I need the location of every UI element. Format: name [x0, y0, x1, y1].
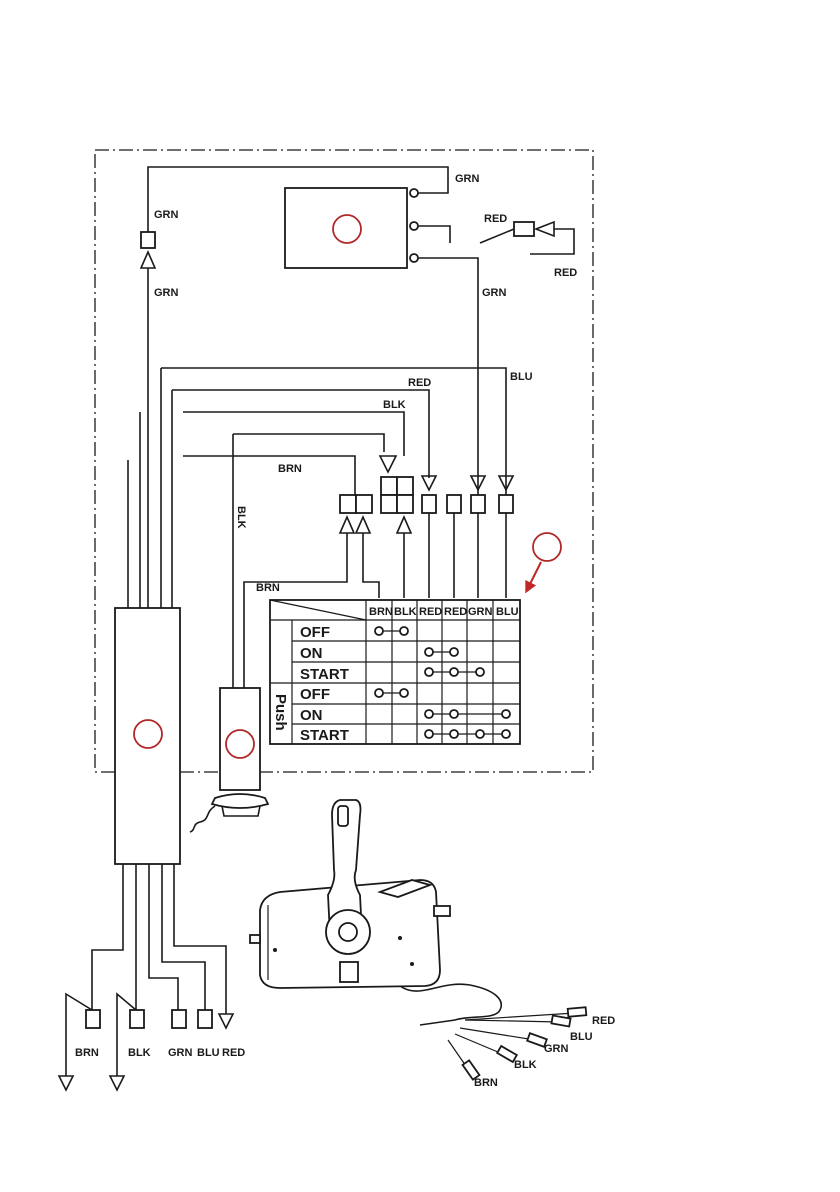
- plug-grn: [172, 1010, 186, 1028]
- lead-brn: [92, 864, 123, 1010]
- table-row-4: ON: [300, 707, 323, 724]
- table-col-4: GRN: [468, 606, 493, 618]
- control-label-grn: GRN: [544, 1043, 569, 1055]
- label-grn-left-lower: GRN: [154, 287, 179, 299]
- label-brn-lower: BRN: [256, 582, 280, 594]
- remote-control: [250, 800, 586, 1080]
- table-row-0: OFF: [300, 624, 330, 641]
- label-red-lower: RED: [554, 267, 577, 279]
- label-grn-top-right: GRN: [455, 173, 480, 185]
- control-label-brn: BRN: [474, 1077, 498, 1089]
- label-red-upper: RED: [484, 213, 507, 225]
- arrow-red-in: [422, 476, 436, 490]
- relay-terminal-2: [410, 222, 418, 230]
- callout-arrow: [528, 562, 541, 588]
- table-col-5: BLU: [496, 606, 519, 618]
- wire-red-upper: [418, 226, 450, 243]
- arrow-up-3: [397, 517, 411, 533]
- connector-red-arrow: [536, 222, 554, 236]
- plug-blk: [130, 1010, 144, 1028]
- table-col-3: RED: [444, 606, 467, 618]
- table-col-0: BRN: [369, 606, 393, 618]
- callout-circle-keyswitch: [226, 730, 254, 758]
- callout-circle-table: [533, 533, 561, 561]
- key-switch-cord: [190, 806, 215, 832]
- label-blu-mid: BLU: [510, 371, 533, 383]
- control-label-red: RED: [592, 1015, 615, 1027]
- table-row-2: START: [300, 666, 349, 683]
- wire-col-brn: [363, 533, 379, 598]
- wire-red-diag: [480, 229, 514, 243]
- callout-circle-relay: [333, 215, 361, 243]
- wire-red-loop: [530, 229, 574, 254]
- lead-label-blu: BLU: [197, 1047, 220, 1059]
- lead-blu: [162, 864, 205, 1010]
- table-row-3: OFF: [300, 686, 330, 703]
- label-blk-vertical: BLK: [235, 506, 247, 529]
- label-brn-bus: BRN: [278, 463, 302, 475]
- wire-brn-bus: [183, 456, 355, 495]
- connector-grn-left-arrow: [141, 252, 155, 268]
- connector-grn-left: [141, 232, 155, 248]
- plug-blu: [198, 1010, 212, 1028]
- lead-red: [174, 864, 226, 1014]
- callout-circle-harness: [134, 720, 162, 748]
- control-label-blk: BLK: [514, 1059, 537, 1071]
- table-push-label: Push: [272, 694, 289, 731]
- branch-brn: [66, 994, 92, 1076]
- lead-label-grn: GRN: [168, 1047, 193, 1059]
- label-grn-left-upper: GRN: [154, 209, 179, 221]
- table-col-1: BLK: [394, 606, 417, 618]
- arrow-brn-out: [59, 1076, 73, 1090]
- branch-blk: [117, 994, 136, 1076]
- lead-label-blk: BLK: [128, 1047, 151, 1059]
- key-switch-base: [212, 794, 268, 808]
- arrow-blk-in: [380, 456, 396, 472]
- table-col-2: RED: [419, 606, 442, 618]
- arrow-up-2: [356, 517, 370, 533]
- plug-brn: [86, 1010, 100, 1028]
- label-grn-mid: GRN: [482, 287, 507, 299]
- lead-label-red: RED: [222, 1047, 245, 1059]
- lead-label-brn: BRN: [75, 1047, 99, 1059]
- arrow-blk-out: [110, 1076, 124, 1090]
- label-red-bus: RED: [408, 377, 431, 389]
- wire-blu-bus: [161, 368, 506, 498]
- table-row-1: ON: [300, 645, 323, 662]
- relay-terminal-3: [410, 254, 418, 262]
- plug-red-arrow: [219, 1014, 233, 1028]
- control-label-blu: BLU: [570, 1031, 593, 1043]
- connector-red: [514, 222, 534, 236]
- connector-row: [340, 477, 513, 513]
- relay-terminal-1: [410, 189, 418, 197]
- arrow-up-1: [340, 517, 354, 533]
- label-blk-bus: BLK: [383, 399, 406, 411]
- table-row-5: START: [300, 727, 349, 744]
